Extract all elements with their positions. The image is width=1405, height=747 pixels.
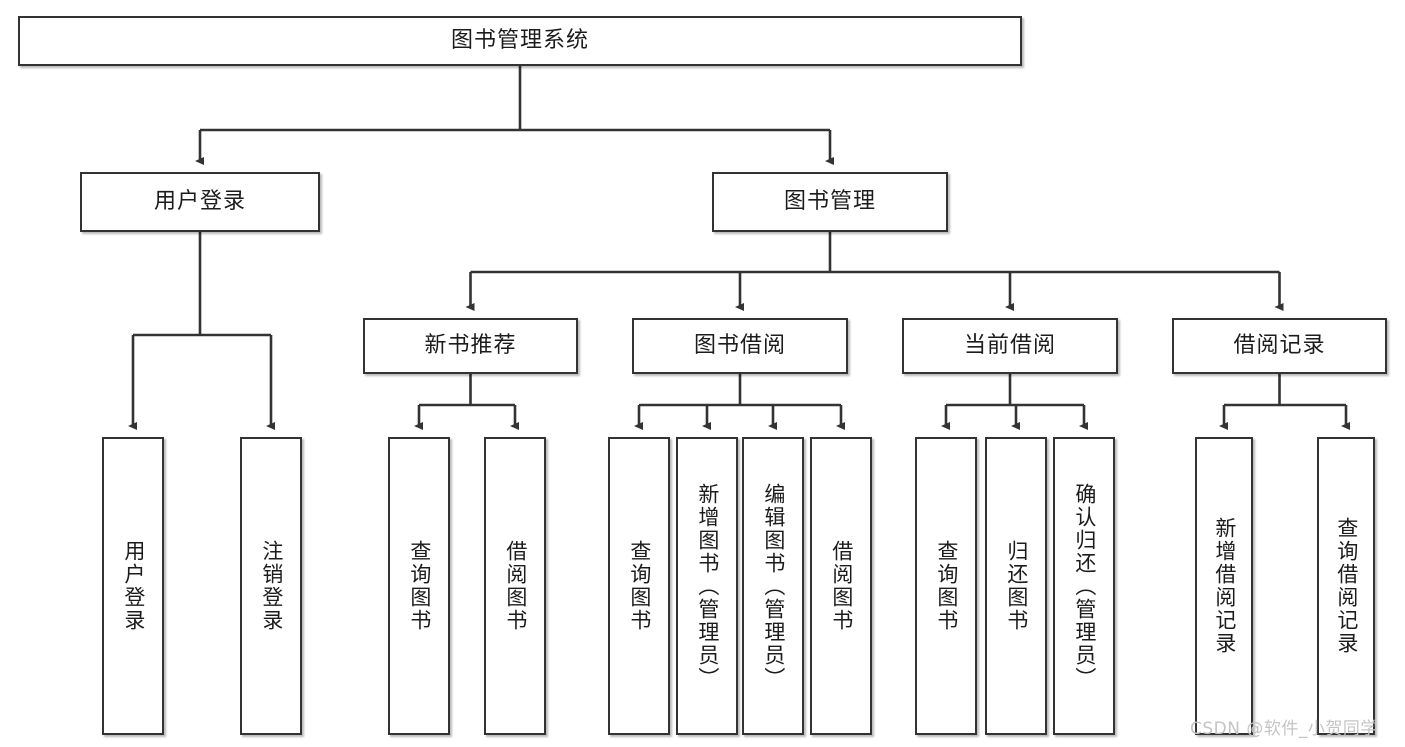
leaf-borrow-book-recommend-label: 借阅图书 — [503, 540, 528, 632]
leaf-query-book-borrow[interactable]: 查询图书 — [608, 437, 670, 735]
leaf-add-book-label: 新增图书（管理员） — [695, 482, 720, 690]
leaf-query-book-recommend[interactable]: 查询图书 — [388, 437, 450, 735]
leaf-query-book-borrow-label: 查询图书 — [627, 540, 652, 632]
leaf-borrow-book-label: 借阅图书 — [829, 540, 854, 632]
node-borrow-record-label: 借阅记录 — [1233, 332, 1326, 358]
leaf-edit-book-label: 编辑图书（管理员） — [761, 482, 786, 690]
leaf-return-book-label: 归还图书 — [1004, 540, 1029, 632]
node-root[interactable]: 图书管理系统 — [18, 16, 1022, 66]
leaf-borrow-book-recommend[interactable]: 借阅图书 — [484, 437, 546, 735]
leaf-user-login-label: 用户登录 — [121, 540, 146, 632]
node-user-login[interactable]: 用户登录 — [80, 172, 320, 232]
leaf-query-borrow-record-label: 查询借阅记录 — [1334, 517, 1359, 655]
leaf-return-book[interactable]: 归还图书 — [985, 437, 1047, 735]
leaf-confirm-return[interactable]: 确认归还（管理员） — [1053, 437, 1115, 735]
leaf-user-login[interactable]: 用户登录 — [102, 437, 164, 735]
node-current-borrow[interactable]: 当前借阅 — [902, 318, 1118, 374]
leaf-add-borrow-record-label: 新增借阅记录 — [1212, 517, 1237, 655]
node-book-manage[interactable]: 图书管理 — [712, 172, 948, 232]
leaf-query-book-recommend-label: 查询图书 — [407, 540, 432, 632]
leaf-query-book-current[interactable]: 查询图书 — [915, 437, 977, 735]
leaf-add-borrow-record[interactable]: 新增借阅记录 — [1195, 437, 1253, 735]
leaf-query-borrow-record[interactable]: 查询借阅记录 — [1317, 437, 1375, 735]
node-book-borrow[interactable]: 图书借阅 — [632, 318, 848, 374]
leaf-borrow-book[interactable]: 借阅图书 — [810, 437, 872, 735]
node-current-borrow-label: 当前借阅 — [963, 332, 1056, 358]
leaf-edit-book[interactable]: 编辑图书（管理员） — [742, 437, 804, 735]
node-new-book-recommend[interactable]: 新书推荐 — [363, 318, 578, 374]
leaf-add-book[interactable]: 新增图书（管理员） — [676, 437, 738, 735]
leaf-user-logout-label: 注销登录 — [259, 540, 284, 632]
node-user-login-label: 用户登录 — [153, 188, 246, 214]
leaf-query-book-current-label: 查询图书 — [934, 540, 959, 632]
node-book-manage-label: 图书管理 — [783, 188, 876, 214]
leaf-confirm-return-label: 确认归还（管理员） — [1072, 482, 1097, 690]
node-root-label: 图书管理系统 — [450, 27, 589, 53]
node-new-book-recommend-label: 新书推荐 — [424, 332, 517, 358]
leaf-user-logout[interactable]: 注销登录 — [240, 437, 302, 735]
csdn-watermark: CSDN @软件_小贺同学 — [1190, 719, 1378, 739]
node-borrow-record[interactable]: 借阅记录 — [1172, 318, 1387, 374]
node-book-borrow-label: 图书借阅 — [693, 332, 786, 358]
